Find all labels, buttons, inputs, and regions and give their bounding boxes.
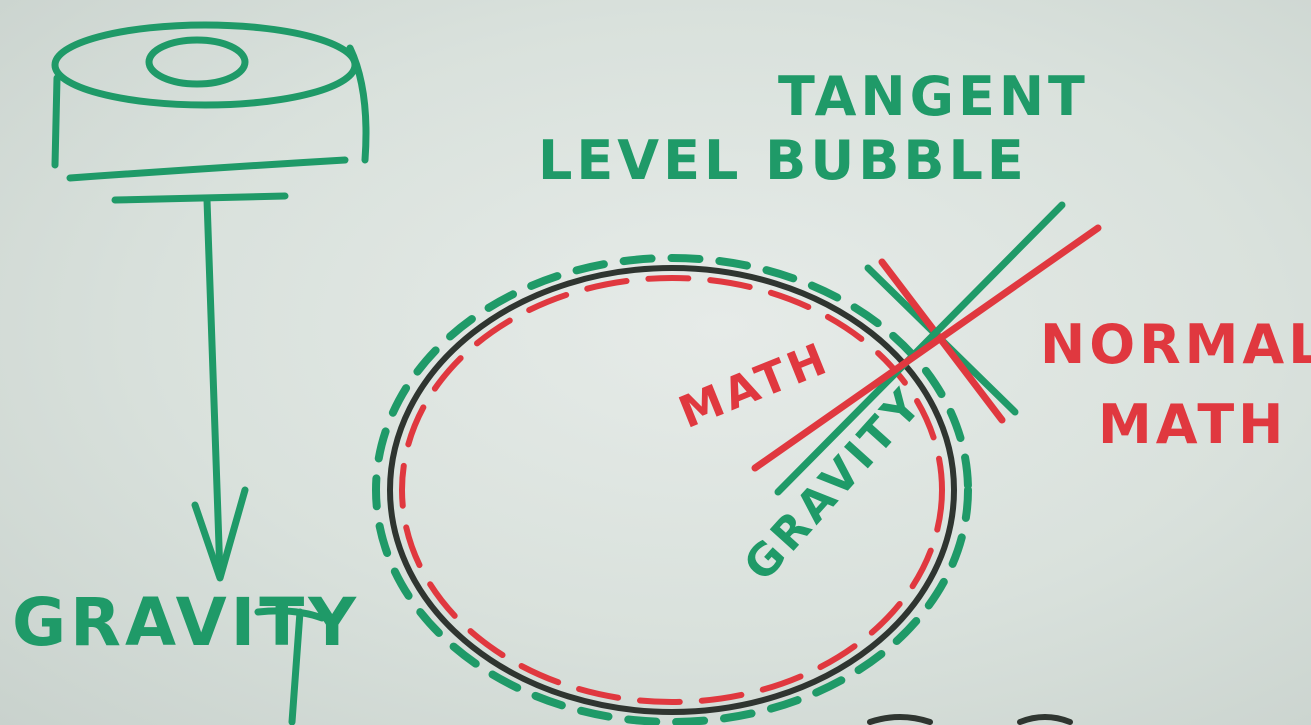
green-dashed-circle — [376, 258, 968, 722]
arrow-crossbar — [115, 196, 285, 200]
gravity-arrow — [115, 196, 285, 578]
label-gravity-left: GRAVITY — [12, 590, 360, 656]
label-normal-math: MATH — [1098, 398, 1287, 452]
bottom-edge-strokes — [870, 717, 1070, 722]
vial-left-side — [55, 78, 57, 165]
black-circle — [390, 268, 954, 712]
vial-bottom-line — [70, 160, 345, 178]
label-normal: NORMAL — [1040, 318, 1311, 372]
label-level-bubble: LEVEL BUBBLE — [538, 134, 1028, 188]
bubble-outline — [149, 40, 245, 84]
level-bubble-sketch — [55, 25, 366, 178]
label-tangent: TANGENT — [778, 70, 1089, 124]
bubble-circle — [376, 258, 968, 722]
arrow-shaft — [207, 200, 220, 575]
